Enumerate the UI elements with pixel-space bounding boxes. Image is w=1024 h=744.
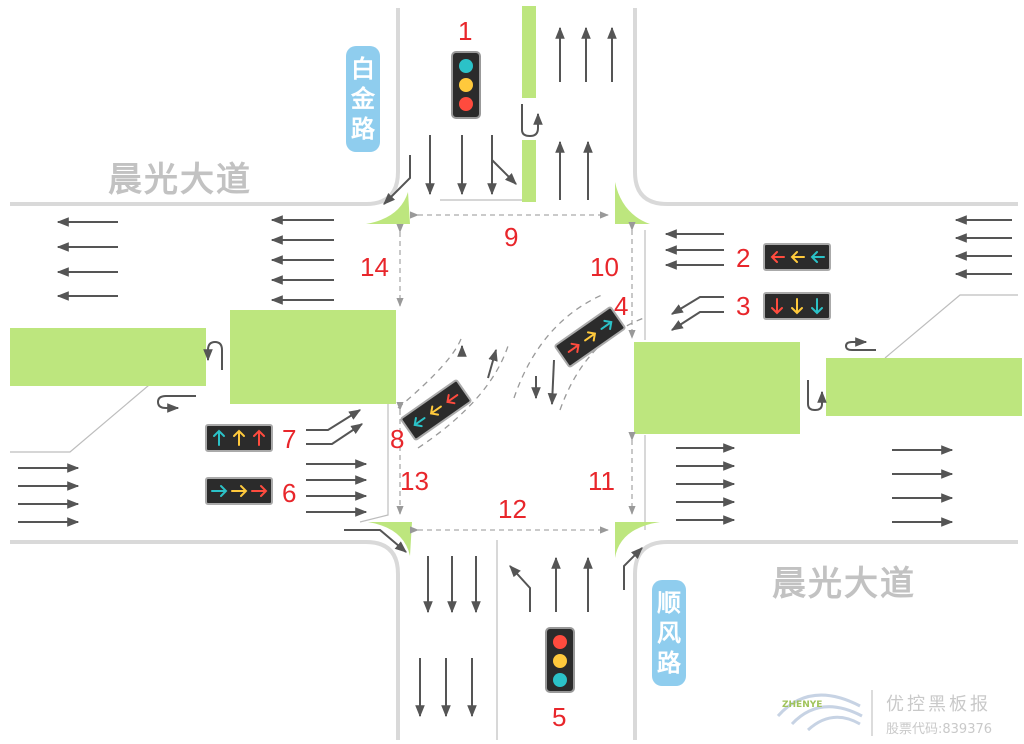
- label-3: 3: [736, 291, 751, 321]
- zhenye-logo: [776, 693, 863, 732]
- signal-4-diagonal: [554, 306, 626, 368]
- label-9: 9: [504, 222, 519, 252]
- signal-2-left-arrows: [763, 243, 831, 271]
- label-7: 7: [282, 424, 297, 454]
- road-label-south: 顺 风 路: [652, 580, 686, 686]
- label-14: 14: [360, 252, 389, 282]
- median-east-inner: [634, 342, 800, 434]
- logo-word: ZHENYE: [782, 700, 823, 710]
- signal-8-diagonal: [400, 379, 472, 441]
- road-name-west: 晨光大道: [108, 160, 252, 200]
- label-5: 5: [552, 702, 567, 732]
- crosswalk-guides: [396, 211, 636, 534]
- median-north: [522, 6, 536, 98]
- signal-5-vertical: [545, 627, 575, 693]
- signal-1-vertical: [451, 51, 481, 119]
- lane-lines: [10, 199, 1018, 740]
- corner-island-sw: [368, 522, 412, 556]
- label-1: 1: [458, 16, 473, 46]
- road-label-char: 风: [657, 619, 681, 647]
- brand-name: 优控黑板报: [886, 694, 991, 715]
- label-2: 2: [736, 243, 751, 273]
- label-13: 13: [400, 466, 429, 496]
- road-name-east: 晨光大道: [772, 564, 916, 604]
- stock-code: 股票代码:839376: [886, 722, 993, 737]
- label-11: 11: [588, 466, 615, 496]
- corner-island-nw: [366, 192, 410, 224]
- median-west-outer: [10, 328, 206, 386]
- road-label-char: 路: [657, 649, 681, 677]
- label-4: 4: [614, 291, 629, 321]
- signal-6-right-arrows: [205, 477, 273, 505]
- road-label-char: 顺: [657, 589, 681, 617]
- green-islands: [10, 6, 1022, 558]
- road-label-north: 白 金 路: [346, 46, 380, 152]
- label-10: 10: [590, 252, 619, 282]
- signal-7-up-arrows: [205, 424, 273, 452]
- corner-island-se: [615, 522, 660, 558]
- label-6: 6: [282, 478, 297, 508]
- median-north-lower: [522, 140, 536, 202]
- road-label-char: 金: [351, 85, 375, 113]
- signal-3-down-arrows: [763, 292, 831, 320]
- corner-island-ne: [615, 182, 650, 224]
- median-east-outer: [826, 358, 1022, 416]
- waiting-zone-lines: [397, 293, 645, 449]
- label-8: 8: [390, 424, 405, 454]
- road-label-char: 白: [351, 55, 375, 83]
- median-west-inner: [230, 310, 396, 404]
- lane-arrows: [18, 26, 1012, 718]
- road-label-char: 路: [351, 115, 375, 143]
- label-12: 12: [498, 494, 527, 524]
